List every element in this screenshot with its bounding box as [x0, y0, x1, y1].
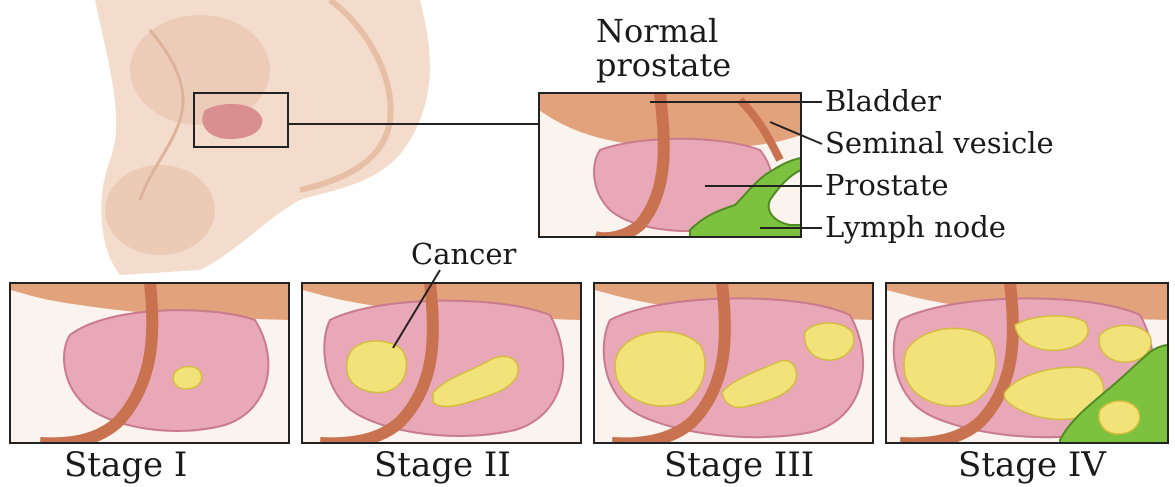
stage-4-panel [886, 283, 1168, 443]
title-line-2: prostate [596, 48, 731, 82]
tumor [805, 323, 854, 360]
body-silhouette [95, 0, 430, 275]
tumor [615, 332, 705, 406]
stage-1-panel [10, 283, 289, 443]
stage-1-label: Stage I [64, 448, 187, 482]
lymph-node-label: Lymph node [825, 213, 1006, 242]
bladder-label: Bladder [825, 87, 941, 116]
tumor [173, 366, 201, 389]
organ-thumbnail [202, 104, 262, 139]
stage-4-label: Stage IV [958, 448, 1106, 482]
cancer-label: Cancer [411, 240, 516, 269]
stage-3-panel [594, 283, 873, 443]
prostate-shape [64, 310, 268, 431]
thigh-shadow [105, 165, 215, 255]
tumor [1099, 325, 1151, 362]
tumor [347, 341, 407, 393]
title-line-1: Normal [596, 14, 731, 48]
tumor [1099, 401, 1140, 434]
stage-3-label: Stage III [664, 448, 814, 482]
prostate-label: Prostate [825, 171, 948, 200]
diagram-title: Normal prostate [596, 14, 731, 82]
seminal-vesicle-label: Seminal vesicle [825, 129, 1054, 158]
tumor [904, 328, 996, 406]
stage-2-label: Stage II [374, 448, 511, 482]
stage-2-panel [302, 270, 581, 443]
normal-prostate-panel [539, 93, 801, 238]
